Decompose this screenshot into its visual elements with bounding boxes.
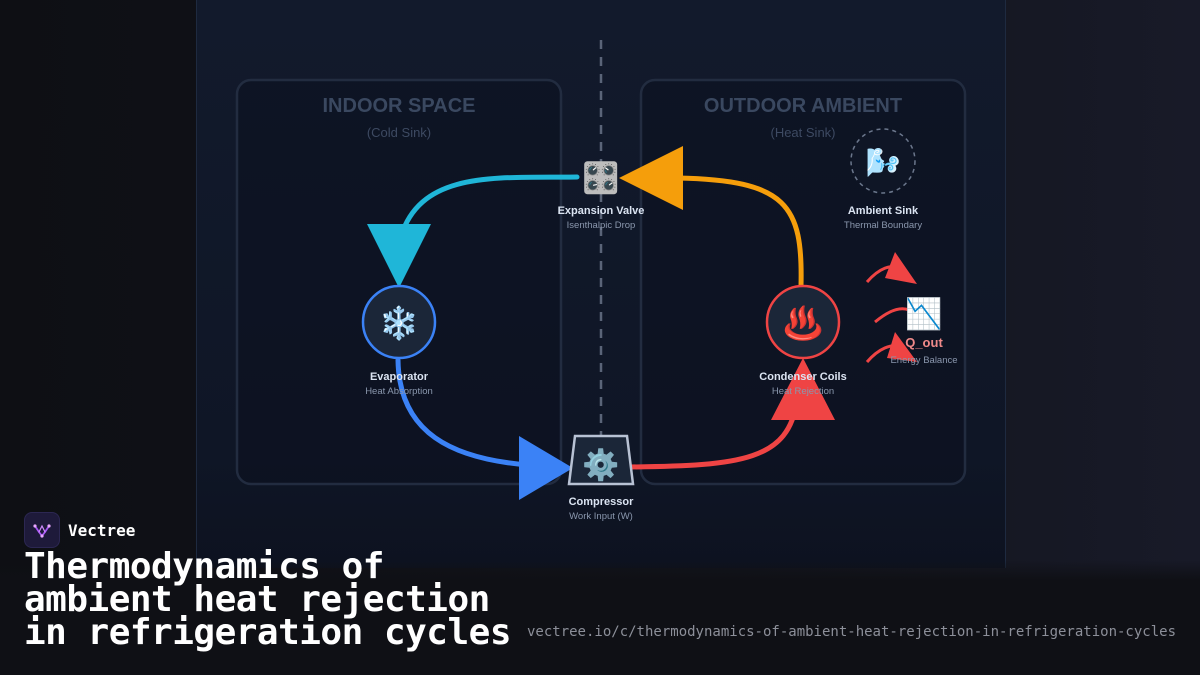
flow-arrowhead-right <box>519 436 573 500</box>
bottom-bar <box>0 560 1200 675</box>
flow-valve-to-evaporator <box>398 174 580 239</box>
brand-name: Vectree <box>68 520 136 540</box>
compressor-subtitle: Work Input (W) <box>569 511 633 522</box>
expansion-valve-node[interactable]: 🎛️ Expansion Valve Isenthalpic Drop <box>558 160 645 231</box>
compressor-title: Compressor <box>569 496 635 508</box>
hot-springs-icon: ♨️ <box>783 304 823 342</box>
flow-arrowhead-down <box>367 224 431 288</box>
indoor-zone-title: INDOOR SPACE <box>323 95 476 117</box>
wind-icon: 🌬️ <box>866 146 901 179</box>
outdoor-zone-title: OUTDOOR AMBIENT <box>704 95 902 117</box>
heat-arrowhead-3 <box>887 332 917 362</box>
flow-arrowhead-up <box>771 358 835 420</box>
q-out-subtitle: Energy Balance <box>890 355 957 366</box>
condenser-subtitle: Heat Rejection <box>772 386 834 397</box>
evaporator-subtitle: Heat Absorption <box>365 386 433 397</box>
evaporator-title: Evaporator <box>370 371 429 383</box>
flow-condenser-to-valve <box>674 175 804 289</box>
heat-output-node: 📉 Q_out Energy Balance <box>890 296 957 366</box>
page-url[interactable]: vectree.io/c/thermodynamics-of-ambient-h… <box>526 624 1176 640</box>
indoor-zone-subtitle: (Cold Sink) <box>367 125 431 140</box>
condenser-circle <box>765 284 841 360</box>
heat-arrowhead-1 <box>885 252 917 284</box>
expansion-valve-subtitle: Isenthalpic Drop <box>567 220 636 231</box>
title-line-1: Thermodynamics of <box>24 546 384 587</box>
ambient-sink-circle <box>850 128 916 194</box>
title-line-2: ambient heat rejection <box>24 579 490 620</box>
condenser-node[interactable]: ♨️ Condenser Coils Heat Rejection <box>759 284 847 397</box>
heat-rejection-arrows <box>865 252 917 363</box>
brand[interactable]: Vectree <box>24 512 135 548</box>
title-line-3: in refrigeration cycles <box>24 612 512 653</box>
flow-arrowhead-left <box>619 146 683 210</box>
valve-icon: 🎛️ <box>582 160 619 196</box>
condenser-title: Condenser Coils <box>759 371 846 383</box>
q-out-label: Q_out <box>905 335 943 350</box>
compressor-node[interactable]: ⚙️ Compressor Work Input (W) <box>567 434 635 522</box>
expansion-valve-title: Expansion Valve <box>558 205 645 217</box>
page-title: Thermodynamics of ambient heat rejection… <box>24 546 512 653</box>
snowflake-icon: ❄️ <box>379 304 419 342</box>
cycle-diagram: INDOOR SPACE (Cold Sink) OUTDOOR AMBIENT… <box>235 40 967 522</box>
gear-icon: ⚙️ <box>582 447 619 483</box>
evaporator-node[interactable]: ❄️ Evaporator Heat Absorption <box>361 284 437 397</box>
outdoor-zone-subtitle: (Heat Sink) <box>770 125 835 140</box>
ambient-sink-subtitle: Thermal Boundary <box>844 220 922 231</box>
diagram-panel: INDOOR SPACE (Cold Sink) OUTDOOR AMBIENT… <box>196 0 1006 568</box>
flow-evaporator-to-compressor <box>395 357 548 469</box>
ambient-sink-node[interactable]: 🌬️ Ambient Sink Thermal Boundary <box>844 128 922 231</box>
ambient-sink-title: Ambient Sink <box>848 205 919 217</box>
evaporator-circle <box>361 284 437 360</box>
compressor-body <box>567 434 635 486</box>
heat-wave-2 <box>874 307 910 324</box>
vectree-logo-icon <box>24 512 60 548</box>
chart-decreasing-icon: 📉 <box>905 296 942 332</box>
